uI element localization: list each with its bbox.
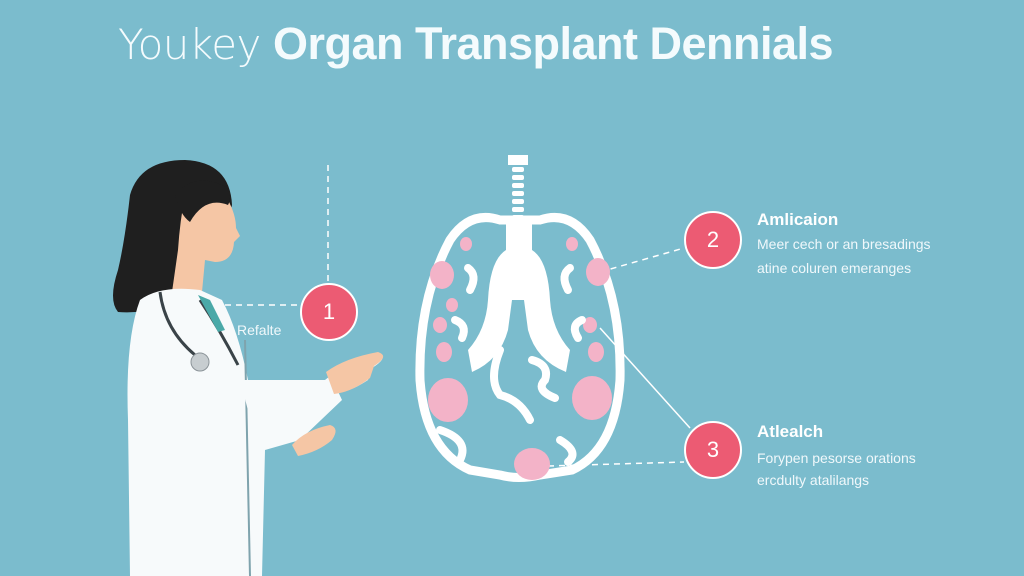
callout-2-title: Amlicaion	[757, 210, 839, 229]
callout-3-title: Atlealch	[757, 422, 824, 441]
callout-1-badge: 1	[300, 283, 358, 341]
callout-3-line-1: Forypen pesorse orations	[757, 450, 916, 466]
callout-1-label: Refalte	[237, 322, 282, 338]
callout-2-badge: 2	[684, 211, 742, 269]
page-title: Youkey Organ Transplant Dennials	[118, 18, 958, 70]
callout-3-badge: 3	[684, 421, 742, 479]
title-light: Youkey	[118, 20, 261, 69]
doctor-icon	[113, 160, 384, 576]
title-bold: Organ Transplant Dennials	[272, 18, 834, 69]
lungs-organ-icon	[415, 155, 625, 482]
callout-3-line-2: ercdulty atalilangs	[757, 472, 870, 488]
callout-2-line-1: Meer cech or an bresadings	[757, 236, 931, 252]
callout-2-line-2: atine coluren emeranges	[757, 260, 912, 276]
